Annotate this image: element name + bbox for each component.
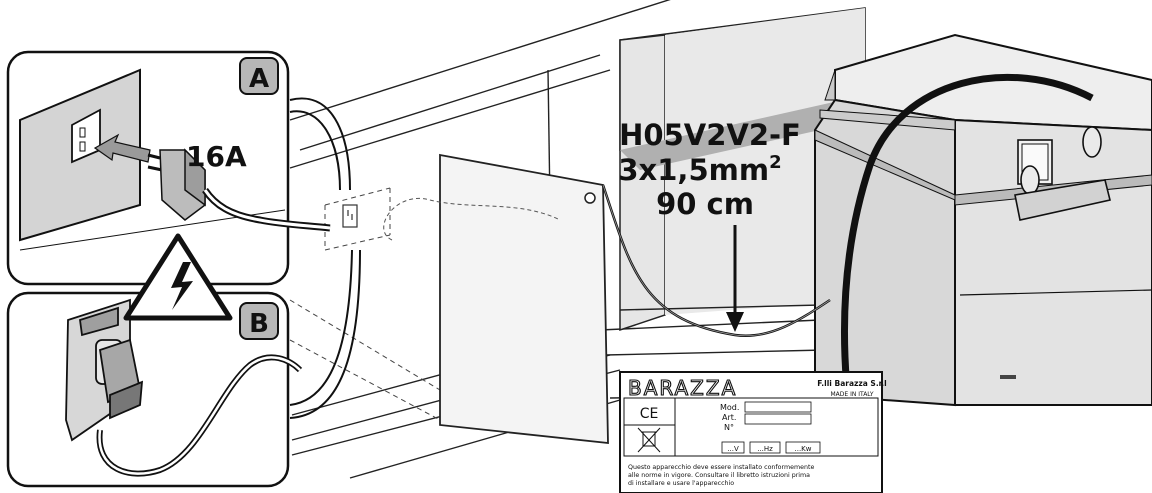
inset-a: 16A A bbox=[6, 50, 351, 286]
wall-socket-small bbox=[342, 204, 358, 228]
badge-a bbox=[239, 57, 279, 95]
oven-cable bbox=[841, 73, 1094, 401]
label-a: A bbox=[249, 64, 269, 94]
label-b: B bbox=[249, 309, 269, 339]
plate-art: Art. bbox=[722, 413, 736, 422]
cabinet-door bbox=[439, 153, 609, 445]
cable-spec: H05V2V2-F 3x1,5mm2 90 cm bbox=[618, 118, 800, 221]
plate-mod: Mod. bbox=[720, 403, 739, 412]
plate-note-2: alle norme in vigore. Consultare il libr… bbox=[628, 472, 810, 479]
plug-icon bbox=[147, 148, 331, 232]
svg-text:3x1,5mm2: 3x1,5mm2 bbox=[618, 152, 781, 187]
electrical-hazard-icon bbox=[123, 233, 233, 321]
plate-note-3: di installare e usare l'apparecchio bbox=[628, 480, 734, 487]
rating-16a: 16A bbox=[186, 140, 247, 173]
plate-company: F.lli Barazza S.r.l bbox=[817, 379, 886, 388]
cable-section: 3x1,5mm bbox=[618, 153, 769, 187]
cable-length: 90 cm bbox=[656, 187, 754, 221]
inset-b: B bbox=[6, 249, 361, 488]
breaker-switch-icon bbox=[65, 298, 303, 477]
badge-b bbox=[239, 302, 279, 340]
cable-arrow bbox=[726, 225, 744, 332]
plate-hz: ...Hz bbox=[757, 445, 773, 453]
plate-num: N° bbox=[724, 423, 734, 432]
plate-ce: CE bbox=[640, 406, 659, 422]
plate-kw: ...Kw bbox=[795, 445, 812, 453]
cable-type: H05V2V2-F bbox=[619, 118, 801, 152]
cable-section-exp: 2 bbox=[769, 152, 782, 173]
weee-bin-icon bbox=[637, 427, 661, 453]
plate-origin: MADE IN ITALY bbox=[830, 391, 873, 398]
rating-plate: BARAZZA F.lli Barazza S.r.l MADE IN ITAL… bbox=[619, 371, 887, 493]
niche-wall bbox=[619, 7, 866, 332]
plate-note-1: Questo apparecchio deve essere installat… bbox=[628, 464, 814, 471]
plate-volt: ...V bbox=[727, 445, 739, 453]
oven bbox=[814, 33, 1152, 407]
plate-brand: BARAZZA bbox=[628, 376, 737, 400]
cable-route-hidden bbox=[383, 197, 561, 241]
